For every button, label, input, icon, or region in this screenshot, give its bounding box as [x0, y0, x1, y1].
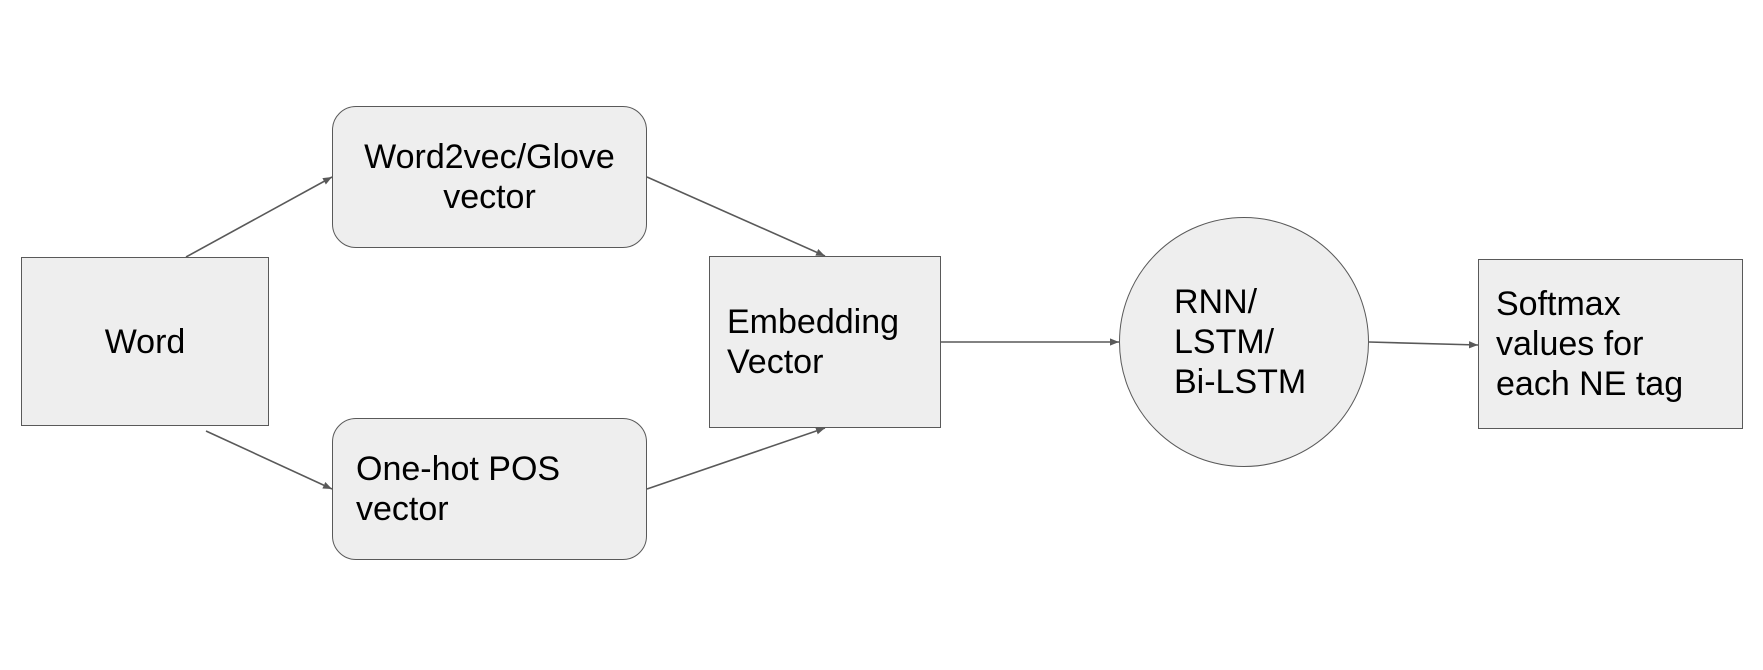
- arrow-rnn-to-softmax: [1368, 341, 1479, 349]
- one-hot-pos-vector-label: One-hot POS vector: [356, 449, 560, 529]
- word2vec-label-line-1: Word2vec/Glove: [364, 138, 615, 176]
- word-label: Word: [105, 322, 186, 362]
- word2vec-glove-vector-box: Word2vec/Glove vector: [332, 106, 647, 248]
- pos-label-line-1: One-hot POS: [356, 450, 561, 488]
- word2vec-glove-vector-label: Word2vec/Glove vector: [364, 137, 615, 217]
- rnn-label-line-3: Bi-LSTM: [1174, 363, 1307, 401]
- word2vec-label-line-2: vector: [443, 178, 536, 216]
- softmax-label-line-1: Softmax: [1496, 285, 1621, 323]
- arrow-word-to-w2v: [185, 176, 333, 258]
- embedding-label-line-1: Embedding: [727, 303, 900, 341]
- softmax-label-line-3: each NE tag: [1496, 365, 1684, 403]
- embedding-vector-box: Embedding Vector: [709, 256, 941, 428]
- embedding-vector-label: Embedding Vector: [727, 302, 899, 382]
- one-hot-pos-vector-box: One-hot POS vector: [332, 418, 647, 560]
- arrow-w2v-to-embedding: [646, 176, 826, 257]
- arrow-pos-to-embedding: [646, 427, 826, 490]
- rnn-label-line-1: RNN/: [1174, 283, 1258, 321]
- rnn-label-line-2: LSTM/: [1174, 323, 1275, 361]
- rnn-lstm-circle: RNN/ LSTM/ Bi-LSTM: [1119, 217, 1369, 467]
- embedding-label-line-2: Vector: [727, 343, 824, 381]
- arrow-word-to-pos: [205, 430, 333, 490]
- word-label-line-1: Word: [104, 322, 186, 361]
- softmax-label: Softmax values for each NE tag: [1496, 284, 1683, 404]
- rnn-lstm-label: RNN/ LSTM/ Bi-LSTM: [1174, 282, 1306, 402]
- softmax-label-line-2: values for: [1496, 325, 1644, 363]
- word-box: Word: [21, 257, 269, 426]
- pos-label-line-2: vector: [356, 490, 449, 528]
- softmax-box: Softmax values for each NE tag: [1478, 259, 1743, 429]
